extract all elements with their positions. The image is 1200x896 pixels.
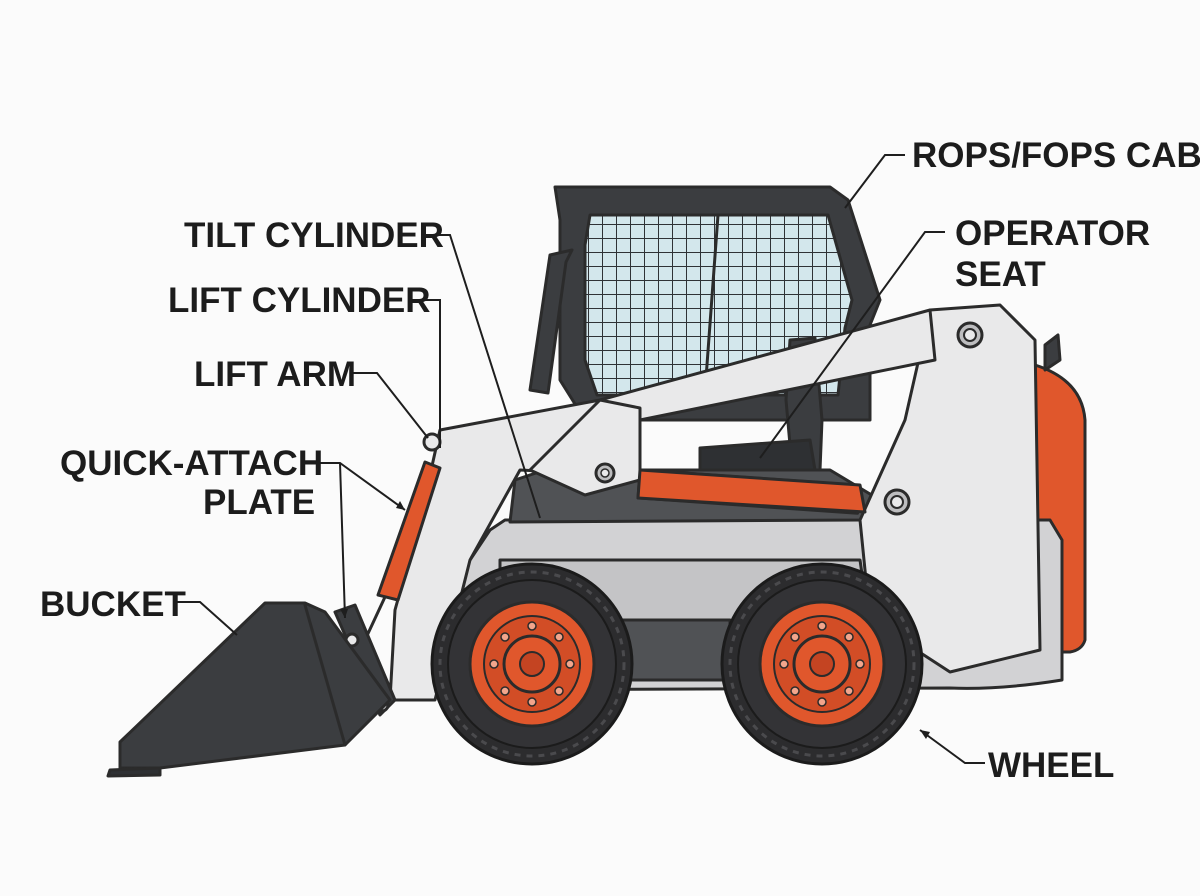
label-lift-cylinder: LIFT CYLINDER xyxy=(168,281,430,320)
lift-cylinder xyxy=(363,432,442,642)
side-tower xyxy=(858,303,1042,674)
label-lift-arm: LIFT ARM xyxy=(194,355,356,394)
label-quick-attach-line2: PLATE xyxy=(203,483,315,522)
label-tilt-cylinder: TILT CYLINDER xyxy=(184,216,444,255)
front-wheel xyxy=(430,562,634,766)
bucket xyxy=(106,601,392,778)
label-bucket: BUCKET xyxy=(40,585,186,624)
label-operator-seat-line1: OPERATOR xyxy=(955,214,1150,253)
label-wheel: WHEEL xyxy=(988,746,1114,785)
leader-lines xyxy=(175,154,985,764)
label-rops-fops-cab: ROPS/FOPS CAB xyxy=(912,136,1200,175)
label-operator-seat-line2: SEAT xyxy=(955,255,1046,294)
frame-rail xyxy=(636,468,867,514)
rear-wheel xyxy=(720,562,924,766)
label-quick-attach-line1: QUICK-ATTACH xyxy=(60,444,323,483)
